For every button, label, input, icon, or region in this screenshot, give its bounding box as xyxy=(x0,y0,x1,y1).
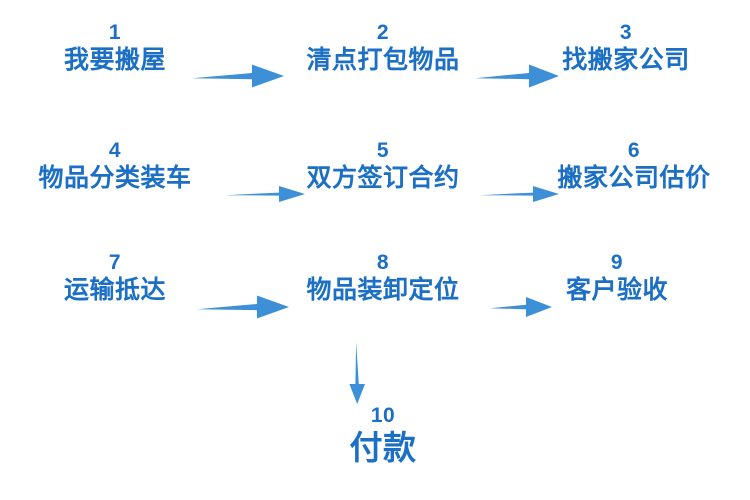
flow-step-4-number: 4 xyxy=(108,139,122,162)
flow-step-4-label: 物品分类装车 xyxy=(38,164,192,193)
flow-step-1[interactable]: 1 我要搬屋 xyxy=(63,21,167,78)
flow-step-8-number: 8 xyxy=(376,251,390,274)
flow-step-2[interactable]: 2 清点打包物品 xyxy=(306,21,460,78)
flow-step-6-label: 搬家公司估价 xyxy=(557,164,711,193)
flow-step-1-label: 我要搬屋 xyxy=(63,46,167,75)
flow-step-10-label: 付款 xyxy=(349,429,417,467)
flow-step-7[interactable]: 7 运输抵达 xyxy=(63,251,167,308)
arrow-right-step5-to-step6 xyxy=(477,183,561,205)
flow-step-7-number: 7 xyxy=(108,251,122,274)
flow-step-9[interactable]: 9 客户验收 xyxy=(565,251,669,308)
arrow-right-step7-to-step8 xyxy=(195,292,291,322)
flow-step-6[interactable]: 6 搬家公司估价 xyxy=(557,139,711,196)
arrow-down-step8-to-step10 xyxy=(342,340,372,406)
flow-step-3-number: 3 xyxy=(619,21,633,44)
flow-step-10-number: 10 xyxy=(370,404,396,427)
flow-step-3-label: 找搬家公司 xyxy=(562,46,690,75)
arrow-right-step1-to-step2 xyxy=(190,61,286,91)
flow-step-7-label: 运输抵达 xyxy=(63,276,167,305)
flow-step-4[interactable]: 4 物品分类装车 xyxy=(38,139,192,196)
flow-step-9-number: 9 xyxy=(610,251,624,274)
flow-step-6-number: 6 xyxy=(627,139,641,162)
flow-step-8-label: 物品装卸定位 xyxy=(306,276,460,305)
flow-step-8[interactable]: 8 物品装卸定位 xyxy=(306,251,460,308)
flow-step-1-number: 1 xyxy=(108,21,122,44)
flow-step-5-label: 双方签订合约 xyxy=(306,164,460,193)
arrow-right-step8-to-step9 xyxy=(488,294,554,320)
arrow-right-step4-to-step5 xyxy=(223,183,307,205)
flow-step-2-label: 清点打包物品 xyxy=(306,46,460,75)
flow-step-9-label: 客户验收 xyxy=(565,276,669,305)
arrow-right-step2-to-step3 xyxy=(473,61,561,91)
flow-step-2-number: 2 xyxy=(376,21,390,44)
flow-step-3[interactable]: 3 找搬家公司 xyxy=(562,21,690,78)
flow-step-5[interactable]: 5 双方签订合约 xyxy=(306,139,460,196)
flow-step-10[interactable]: 10 付款 xyxy=(349,404,417,470)
flow-step-5-number: 5 xyxy=(376,139,390,162)
